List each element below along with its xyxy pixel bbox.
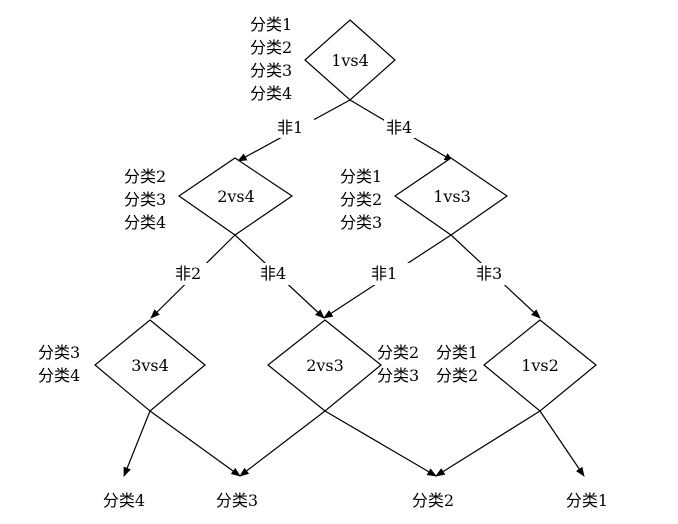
class-label: 分类1 <box>436 343 478 362</box>
node-label: 3vs4 <box>131 356 169 375</box>
output-label-c4: 分类4 <box>103 491 145 510</box>
class-label: 分类2 <box>124 167 166 186</box>
class-label: 分类1 <box>340 167 382 186</box>
node-label: 1vs2 <box>521 356 559 375</box>
edge-1vs2-left <box>435 410 541 477</box>
node-1vs2: 1vs2 分类1 分类2 <box>436 319 597 412</box>
edge-2vs3-left <box>239 410 326 477</box>
node-label: 2vs3 <box>306 356 344 375</box>
decision-diamond <box>393 157 509 236</box>
edge-1vs2-right <box>539 410 585 477</box>
decision-diamond <box>483 319 597 412</box>
node-label: 1vs3 <box>433 187 471 206</box>
edge-label-2vs4-not4: 非4 <box>260 264 286 283</box>
edge-3vs4-left <box>123 410 151 477</box>
class-label: 分类3 <box>377 366 419 385</box>
edge-3vs4-right <box>149 410 241 477</box>
class-label: 分类3 <box>124 190 166 209</box>
class-label: 分类4 <box>250 84 292 103</box>
class-label: 分类3 <box>340 213 382 232</box>
node-label: 1vs4 <box>331 51 369 70</box>
output-label-c3: 分类3 <box>216 491 258 510</box>
class-label: 分类2 <box>436 366 478 385</box>
node-2vs3: 2vs3 分类2 分类3 <box>267 319 419 412</box>
node-2vs4: 2vs4 分类2 分类3 分类4 <box>124 157 294 236</box>
node-label: 2vs4 <box>217 187 255 206</box>
edge-label-1vs3-not1: 非1 <box>371 264 397 283</box>
class-label: 分类1 <box>250 15 292 34</box>
decision-diamond <box>177 157 294 236</box>
node-3vs4: 3vs4 分类3 分类4 <box>38 319 206 412</box>
edge-label-root-not4: 非4 <box>386 118 412 137</box>
node-1vs4: 1vs4 分类1 分类2 分类3 分类4 <box>250 15 396 103</box>
class-label: 分类4 <box>124 213 166 232</box>
edge-2vs3-right <box>324 410 437 477</box>
edge-label-root-not1: 非1 <box>277 118 303 137</box>
edges <box>123 99 585 477</box>
output-label-c2: 分类2 <box>412 491 454 510</box>
class-label: 分类3 <box>38 343 80 362</box>
class-label: 分类2 <box>340 190 382 209</box>
class-label: 分类4 <box>38 366 80 385</box>
edge-label-2vs4-not2: 非2 <box>175 264 201 283</box>
edge-labels: 非1 非4 非2 非4 非1 非3 <box>170 116 516 285</box>
class-label: 分类2 <box>377 343 419 362</box>
final-outputs: 分类4 分类3 分类2 分类1 <box>103 491 608 510</box>
output-label-c1: 分类1 <box>566 491 608 510</box>
node-1vs3: 1vs3 分类1 分类2 分类3 <box>340 157 509 236</box>
decision-diamond <box>267 319 382 412</box>
edge-label-1vs3-not3: 非3 <box>476 264 502 283</box>
class-label: 分类2 <box>250 38 292 57</box>
class-label: 分类3 <box>250 61 292 80</box>
decision-diamond <box>94 319 206 412</box>
decision-diamond <box>304 19 396 101</box>
